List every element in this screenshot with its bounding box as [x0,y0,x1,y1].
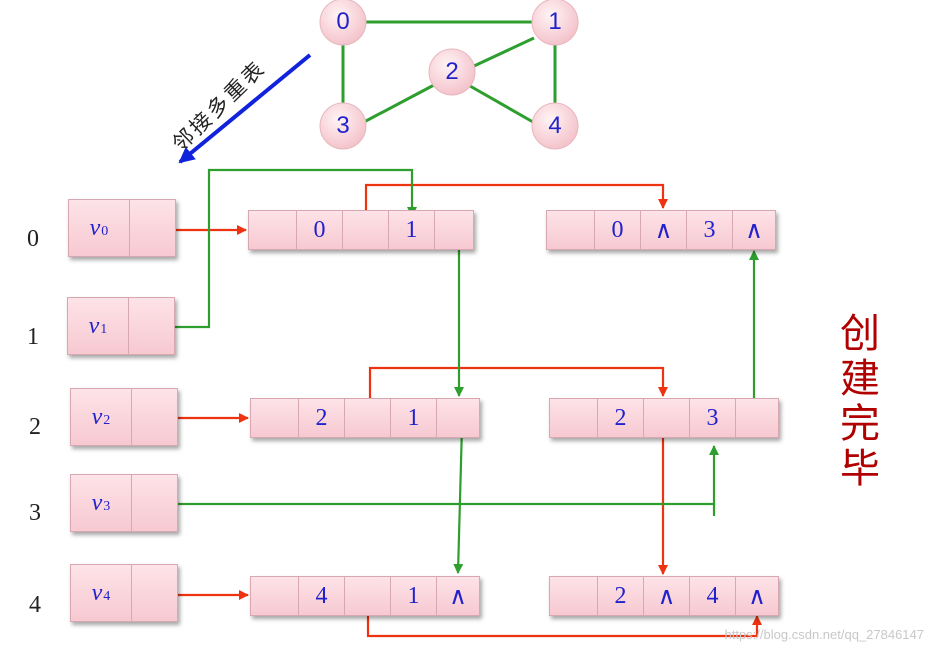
graph-node-1-label: 1 [548,8,562,35]
edge-jlink: ∧ [745,217,763,244]
caption-char: 建 [840,356,880,402]
edge-jvex: 4 [690,577,736,615]
row-index-4: 4 [29,592,41,618]
creation-complete-caption: 创 建 完 毕 [838,312,882,492]
graph-node-1 [531,0,579,46]
vertex-first-edge-ptr [132,475,177,531]
edge-mark [251,399,299,437]
edge-node-2-3: 2 3 [549,398,779,438]
graph-edge-2-3 [363,83,435,124]
green-arrows [160,168,759,574]
edge-jlink [437,399,479,437]
graph-node-4 [531,102,579,150]
graph-edge-1-2 [473,36,535,68]
edge-mark [547,211,595,249]
row-index-0: 0 [27,226,39,252]
caption-char: 完 [840,401,880,447]
edge-ilink [345,399,391,437]
graph-nodes [319,0,579,150]
caption-char: 毕 [840,446,880,492]
vertex-first-edge-ptr [129,298,174,354]
row-index-2: 2 [29,414,41,440]
edge-mark [249,211,297,249]
edge-jlink: ∧ [748,583,766,610]
edge-ivex: 2 [598,577,644,615]
multilist-arrow [178,53,312,164]
edge-jvex: 1 [389,211,435,249]
graph-edge-2-4 [469,84,534,124]
edge-ivex: 2 [299,399,345,437]
red-arrows [162,183,762,638]
edge-ilink: ∧ [644,577,690,615]
edge-jvex: 3 [687,211,733,249]
edge-jvex: 3 [690,399,736,437]
vertex-first-edge-ptr [132,565,177,621]
graph-edges [341,20,557,124]
edge-node-0-3: 0 ∧ 3 ∧ [546,210,776,250]
edge-jlink [435,211,473,249]
caption-char: 创 [840,311,880,357]
edge-jlink [736,399,778,437]
row-index-3: 3 [29,500,41,526]
edge-node-4-1: 4 1 ∧ [250,576,480,616]
arrow-e01-ilink [364,183,668,231]
graph-node-2-label: 2 [445,58,459,85]
edge-ilink [343,211,389,249]
edge-ivex: 0 [595,211,641,249]
arrow-e21-ilink [368,366,668,419]
graph-node-3 [319,102,367,150]
edge-ivex: 0 [297,211,343,249]
graph-node-4-label: 4 [548,112,562,139]
edge-jlink: ∧ [449,583,467,610]
graph-node-3-label: 3 [336,112,350,139]
vertex-first-edge-ptr [132,389,177,445]
edge-mark [550,577,598,615]
edge-ilink: ∧ [641,211,687,249]
edge-mark [251,577,299,615]
arrow-v1-firstedge [162,168,417,329]
arrow-e21-jlink [453,425,464,574]
edge-jvex: 1 [391,577,437,615]
graph-node-0-label: 0 [336,8,350,35]
row-index-1: 1 [27,324,39,350]
graph-node-2 [428,48,476,96]
arrow-v3-firstedge [160,445,719,506]
edge-mark [550,399,598,437]
arrow-e41-ilink [366,596,762,638]
edge-ilink [345,577,391,615]
watermark: https://blog.csdn.net/qq_27846147 [724,627,925,642]
edge-ivex: 4 [299,577,345,615]
edge-ivex: 2 [598,399,644,437]
graph-node-0 [319,0,367,46]
edge-node-2-1: 2 1 [250,398,480,438]
edge-ilink [644,399,690,437]
edge-node-0-1: 0 1 [248,210,474,250]
vertex-first-edge-ptr [130,200,175,256]
edge-node-2-4: 2 ∧ 4 ∧ [549,576,779,616]
edge-jvex: 1 [391,399,437,437]
